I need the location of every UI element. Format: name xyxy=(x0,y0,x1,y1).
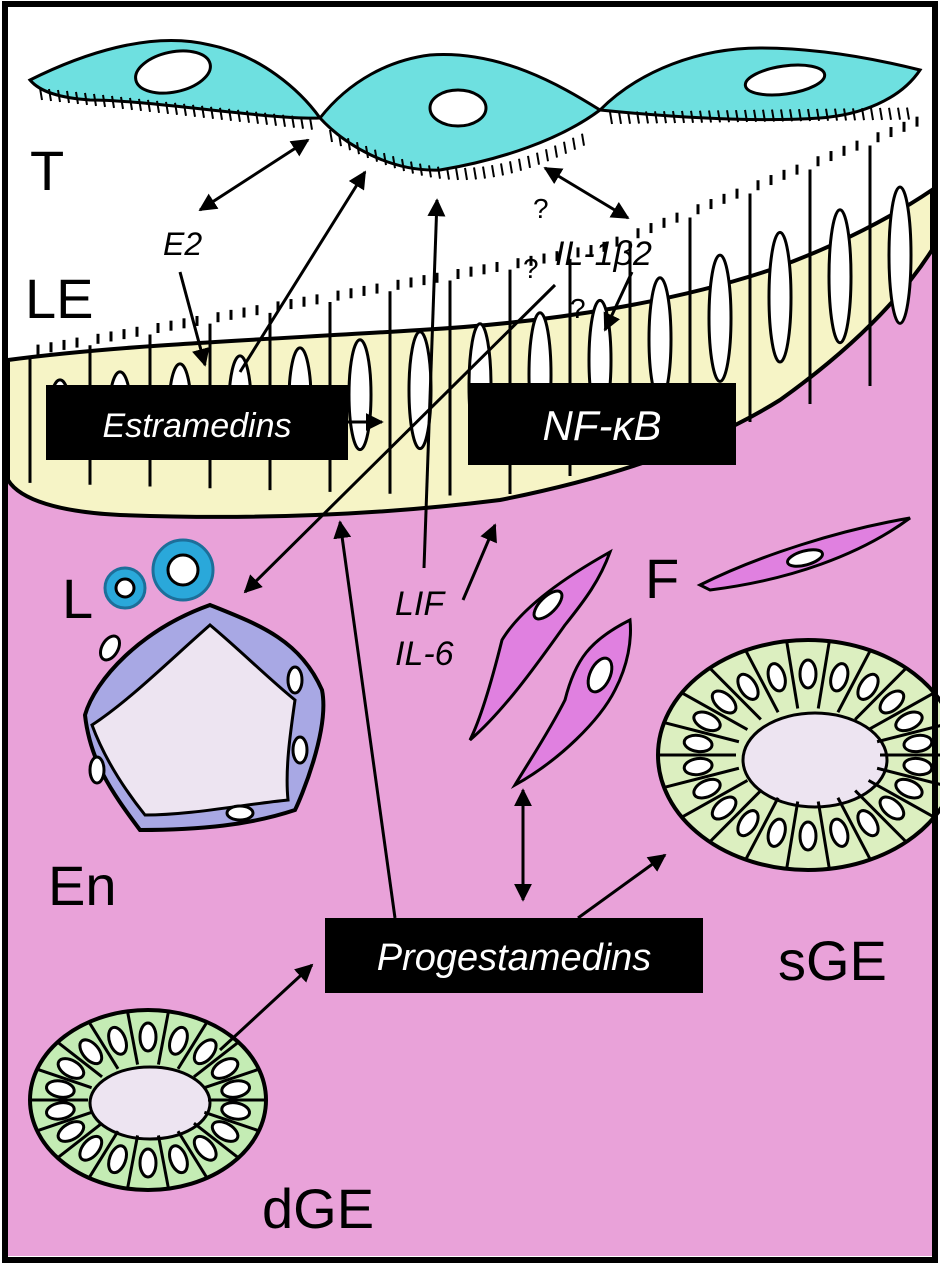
estramedins-label: Estramedins xyxy=(103,407,292,445)
sge-label: sGE xyxy=(778,929,887,992)
luminal-epithelium-label: LE xyxy=(25,267,94,330)
nfkb-box: NF-κB xyxy=(468,383,736,465)
question-mark-2: ? xyxy=(523,253,539,284)
trophoblast-cells xyxy=(30,40,920,179)
endothelium-label: En xyxy=(48,854,117,917)
question-mark-1: ? xyxy=(533,193,549,224)
superficial-gland xyxy=(658,640,940,870)
progestamedins-label: Progestamedins xyxy=(377,937,652,979)
lif-label: LIF xyxy=(395,585,446,623)
question-mark-3: ? xyxy=(570,293,586,324)
progestamedins-box: Progestamedins xyxy=(325,918,703,993)
trophoblast-label: T xyxy=(30,139,64,202)
lymphocyte-label: L xyxy=(62,567,93,630)
deep-gland xyxy=(30,1010,266,1190)
fibroblast-label: F xyxy=(645,547,679,610)
dge-label: dGE xyxy=(262,1177,374,1240)
il6-label: IL-6 xyxy=(395,635,454,673)
e2-label: E2 xyxy=(163,226,202,262)
il1b2-label: IL-1β2 xyxy=(555,235,652,273)
nfkb-label: NF-κB xyxy=(543,402,662,449)
estramedins-box: Estramedins xyxy=(46,385,348,460)
